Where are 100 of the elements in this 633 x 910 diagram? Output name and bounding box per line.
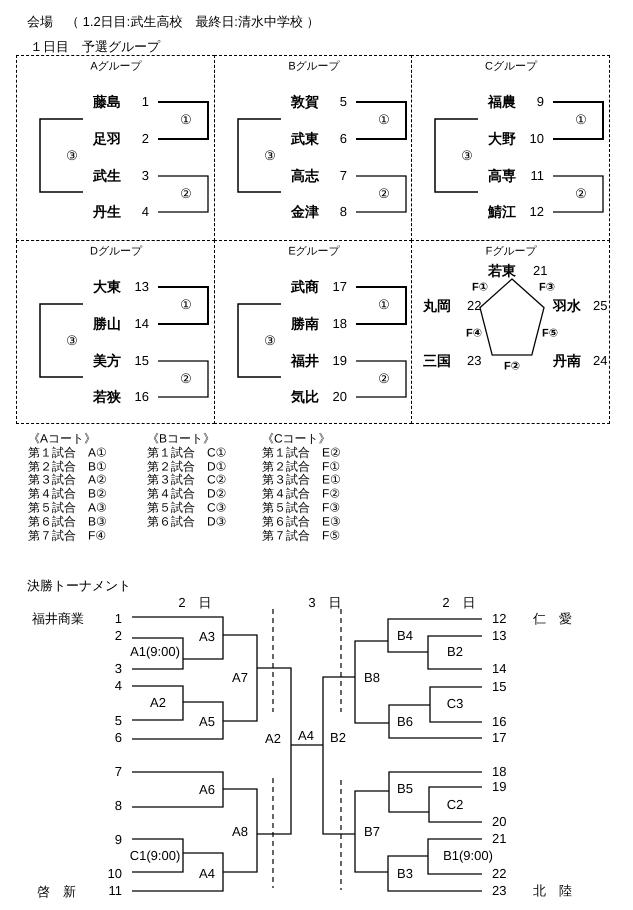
- team-name: 鯖江: [488, 204, 516, 220]
- team-name: 敦賀: [291, 94, 319, 110]
- match-schedule: 第５試合 F③: [262, 502, 340, 514]
- draw-number: 1: [114, 611, 122, 627]
- day-label: 3 日: [308, 595, 342, 611]
- match-number: ②: [575, 186, 587, 202]
- match-label: B7: [364, 824, 380, 840]
- draw-number: 8: [114, 798, 122, 814]
- draw-number: 11: [530, 168, 544, 184]
- draw-number: 23: [467, 353, 482, 369]
- draw-number: 23: [492, 883, 506, 899]
- draw-number: 13: [492, 628, 506, 644]
- draw-number: 16: [134, 389, 149, 405]
- match-number: F②: [504, 360, 520, 374]
- match-number: ②: [180, 186, 192, 202]
- match-schedule: 第７試合 F④: [28, 530, 106, 542]
- match-number: ③: [66, 148, 78, 164]
- draw-number: 18: [492, 764, 506, 780]
- team-name: 武商: [291, 278, 319, 296]
- match-schedule: 第６試合 D③: [147, 516, 226, 528]
- match-label: A4: [298, 728, 314, 744]
- match-number: ③: [461, 148, 473, 164]
- team-name: 大野: [488, 130, 516, 148]
- draw-number: 17: [332, 279, 347, 295]
- match-label: A4: [199, 866, 215, 882]
- court-heading: 《Bコート》: [147, 432, 216, 446]
- court-heading: 《Cコート》: [262, 432, 331, 446]
- draw-number: 2: [114, 628, 122, 644]
- team-name: 勝南: [291, 316, 319, 332]
- match-schedule: 第５試合 A③: [28, 502, 107, 514]
- draw-number: 12: [492, 611, 506, 627]
- match-schedule: 第５試合 C③: [147, 502, 226, 514]
- day-label: 2 日: [442, 595, 476, 611]
- match-number: ②: [378, 186, 390, 202]
- draw-number: 10: [530, 131, 544, 147]
- draw-number: 3: [114, 661, 122, 677]
- match-label: C1(9:00): [130, 848, 180, 864]
- team-name: 丹南: [553, 352, 581, 370]
- team-name: 若東: [488, 262, 516, 280]
- team-name: 福農: [488, 94, 516, 110]
- draw-number: 10: [108, 866, 122, 882]
- match-number: ③: [264, 333, 276, 349]
- match-schedule: 第２試合 F①: [262, 460, 340, 474]
- group-panel: [411, 55, 610, 241]
- draw-number: 9: [536, 94, 544, 110]
- draw-number: 2: [142, 131, 149, 147]
- draw-number: 6: [340, 131, 347, 147]
- draw-number: 22: [467, 298, 482, 314]
- match-label: A8: [232, 824, 248, 840]
- match-label: B4: [397, 628, 413, 644]
- match-label: B3: [397, 866, 413, 882]
- match-schedule: 第６試合 E③: [262, 516, 341, 528]
- group-heading: Bグループ: [288, 60, 340, 74]
- page-title: 会場 （ 1.2日目:武生高校 最終日:清水中学校 ）: [27, 14, 320, 30]
- group-heading: Aグループ: [90, 60, 142, 74]
- team-name: 気比: [291, 388, 319, 406]
- draw-number: 20: [332, 389, 347, 405]
- match-number: ③: [264, 148, 276, 164]
- match-schedule: 第２試合 B①: [28, 460, 107, 474]
- match-schedule: 第１試合 C①: [147, 446, 226, 460]
- match-schedule: 第３試合 E①: [262, 474, 341, 486]
- match-number: ②: [378, 371, 390, 387]
- match-schedule: 第３試合 C②: [147, 474, 226, 486]
- draw-number: 4: [114, 678, 122, 694]
- draw-number: 7: [114, 764, 122, 780]
- group-panel: [16, 55, 215, 241]
- match-label: C2: [446, 797, 464, 813]
- match-number: F④: [466, 327, 482, 341]
- group-panel: [16, 240, 215, 424]
- draw-number: 7: [340, 168, 347, 184]
- court-heading: 《Aコート》: [28, 432, 96, 446]
- group-heading: Dグループ: [90, 245, 142, 259]
- draw-number: 15: [492, 679, 506, 695]
- section-heading: 決勝トーナメント: [27, 578, 131, 594]
- draw-number: 13: [134, 279, 149, 295]
- team-name: 美方: [93, 352, 121, 370]
- match-number: ②: [180, 371, 192, 387]
- match-label: A5: [199, 714, 215, 730]
- match-number: ③: [66, 333, 78, 349]
- match-number: ①: [180, 112, 192, 128]
- team-name: 羽水: [553, 298, 581, 314]
- match-label: A1(9:00): [130, 644, 180, 660]
- team-name: 北 陸: [533, 883, 572, 899]
- day-label: 2 日: [178, 595, 212, 611]
- match-number: F③: [538, 281, 556, 295]
- team-name: 勝山: [93, 316, 121, 332]
- group-heading: Fグループ: [486, 245, 536, 259]
- match-schedule: 第４試合 B②: [28, 488, 107, 500]
- team-name: 仁 愛: [533, 611, 572, 627]
- match-label: A2: [150, 695, 166, 711]
- team-name: 武生: [93, 168, 121, 184]
- draw-number: 20: [492, 814, 506, 830]
- draw-number: 11: [108, 883, 122, 899]
- match-schedule: 第４試合 F②: [262, 488, 340, 500]
- draw-number: 4: [142, 204, 149, 220]
- match-schedule: 第３試合 A②: [28, 474, 107, 486]
- match-number: ①: [378, 297, 390, 313]
- team-name: 金津: [291, 204, 319, 220]
- team-name: 丸岡: [423, 298, 451, 314]
- group-heading: Eグループ: [288, 245, 340, 259]
